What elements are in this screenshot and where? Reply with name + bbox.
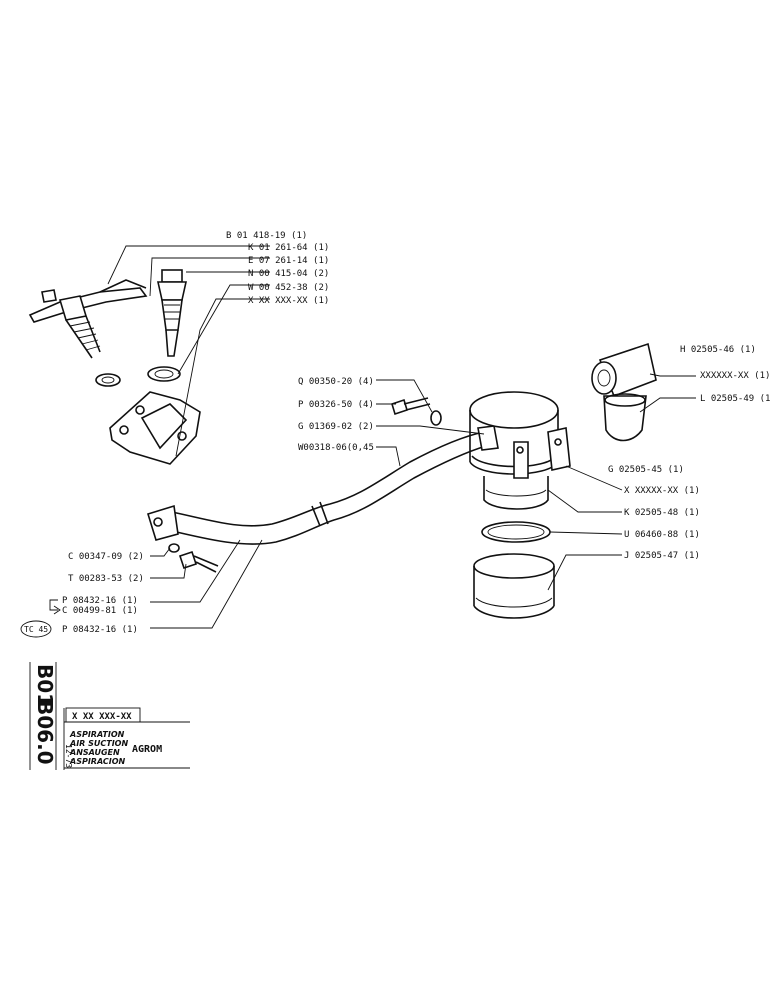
label-c1: C 00347-09 (2)	[68, 552, 144, 562]
dust-cup	[473, 553, 555, 619]
title-code-2-vert: B06.0	[33, 700, 57, 765]
label-t: T 00283-53 (2)	[68, 574, 144, 584]
label-p1: P 00326-50 (4)	[298, 400, 374, 410]
label-k1: K 01 261-64 (1)	[248, 243, 329, 253]
label-g2: G 02505-45 (1)	[608, 465, 684, 475]
label-x2: XXXXXX-XX (1)	[700, 371, 770, 381]
title-date: 12-73	[64, 744, 73, 768]
air-filter	[469, 391, 571, 510]
label-x1: X XX XXX-XX (1)	[248, 296, 329, 306]
label-l: L 02505-49 (1)	[700, 394, 772, 404]
label-k2: K 02505-48 (1)	[624, 508, 700, 518]
label-w1: W 00 452-38 (2)	[248, 283, 329, 293]
label-g1: G 01369-02 (2)	[298, 422, 374, 432]
label-h: H 02505-46 (1)	[680, 345, 756, 355]
title-part-number: X XX XXX-XX	[72, 712, 132, 722]
title-block: B01 B06.0 B06.0 12-73 X XX XXX-XX ASPIRA…	[29, 662, 190, 770]
label-p3: P 08432-16 (1)	[62, 625, 138, 635]
tc-badge	[20, 620, 52, 638]
label-x3: X XXXXX-XX (1)	[624, 486, 700, 496]
part-labels: B 01 418-19 (1) K 01 261-64 (1) E 07 261…	[20, 231, 772, 638]
label-e: E 07 261-14 (1)	[248, 256, 329, 266]
title-code-1: B01	[33, 664, 57, 707]
label-q: Q 00350-20 (4)	[298, 377, 374, 387]
title-name-de: ANSAUGEN	[69, 748, 120, 757]
label-n: N 00 415-04 (2)	[248, 269, 329, 279]
pre-cleaner	[591, 342, 657, 442]
label-p2: P 08432-16 (1)	[62, 596, 138, 606]
label-c2: C 00499-81 (1)	[62, 606, 138, 616]
label-b: B 01 418-19 (1)	[226, 231, 307, 241]
label-w2: W00318-06(0,45	[298, 443, 374, 453]
title-name-es: ASPIRACION	[69, 757, 126, 766]
leader-lines	[49, 373, 696, 629]
label-u: U 06460-88 (1)	[624, 530, 700, 540]
lower-bolt-group	[168, 543, 219, 573]
injector-group	[28, 269, 201, 465]
title-name-fr: ASPIRATION	[69, 730, 125, 739]
title-model: AGROM	[132, 744, 162, 755]
label-tc: TC 45	[24, 625, 48, 634]
clamp-hardware	[391, 397, 442, 426]
air-pipe	[147, 425, 499, 545]
label-j: J 02505-47 (1)	[624, 551, 700, 561]
leader-lines-upper-left	[107, 245, 270, 457]
title-name-en: AIR SUCTION	[69, 739, 128, 748]
